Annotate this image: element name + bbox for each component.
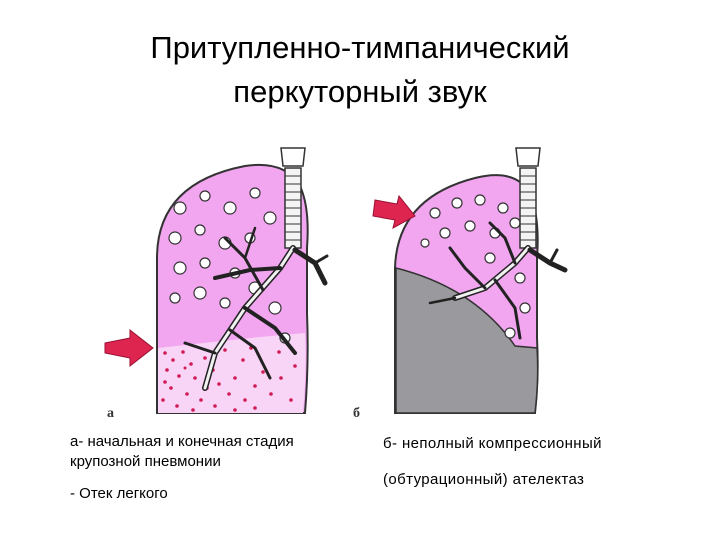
title-line-1: Притупленно-тимпанический: [0, 26, 720, 70]
caption-left-line-1: а- начальная и конечная стадия: [70, 432, 294, 452]
arrow-a: [105, 330, 153, 366]
title-line-2: перкуторный звук: [0, 70, 720, 114]
trachea-a: [281, 148, 305, 248]
lung-drawing: [95, 138, 625, 428]
caption-left: а- начальная и конечная стадия крупозной…: [70, 432, 294, 472]
caption-right-line-1: б- неполный компрессионный: [383, 434, 602, 454]
lung-illustration: а б: [95, 138, 625, 428]
figure-label-a: а: [107, 406, 114, 422]
lung-b: [373, 148, 565, 413]
figure-label-b: б: [353, 406, 360, 422]
caption-left-line-2: крупозной пневмонии: [70, 452, 294, 472]
slide-title: Притупленно-тимпанический перкуторный зв…: [0, 26, 720, 114]
trachea-b: [516, 148, 540, 248]
lung-a: [105, 148, 327, 413]
caption-right-line-2: (обтурационный) ателектаз: [383, 470, 584, 490]
caption-left-line-3: - Отек легкого: [70, 484, 168, 504]
